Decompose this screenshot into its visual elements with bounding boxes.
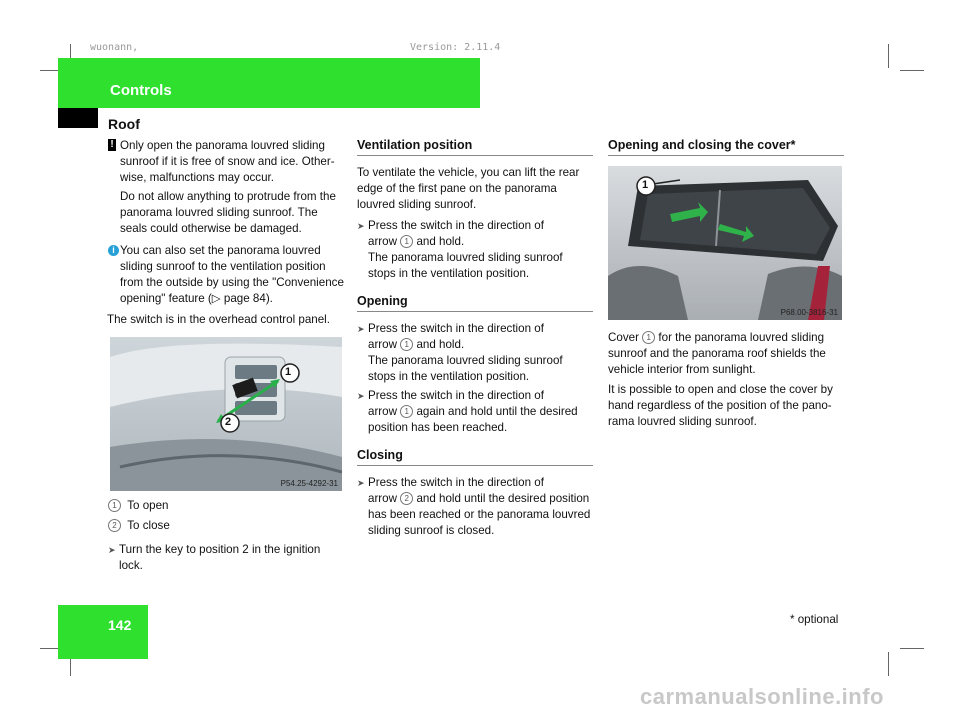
callout-2: 2 [225, 416, 232, 428]
info-icon: i [108, 245, 119, 256]
section-title: Controls [110, 82, 172, 99]
ventilation-heading: Ventilation position [357, 138, 593, 156]
header-author: wuonann, [90, 42, 139, 53]
info-text: You can also set the panorama louvred sl… [120, 244, 344, 305]
legend-open-label: To open [127, 499, 169, 512]
legend-close: 2 To close [108, 518, 344, 534]
section-band [58, 58, 480, 108]
opening-step-2: ➤ Press the switch in the direction of a… [357, 389, 578, 434]
ignition-step-text: Turn the key to position 2 in the igniti… [119, 543, 321, 572]
callout-cover-1: 1 [642, 179, 649, 191]
watermark: carmanualsonline.info [640, 684, 884, 709]
panorama-roof-image: 1 P68.00-3816-31 [608, 166, 842, 320]
column-3-text: Cover 1 for the panorama louvred sliding… [608, 330, 844, 430]
image-code-cover: P68.00-3816-31 [780, 308, 838, 317]
page-number-box [58, 605, 148, 659]
num-2-icon: 2 [400, 492, 414, 505]
warning-icon: ! [108, 139, 116, 151]
num-1-icon: 1 [400, 338, 414, 351]
column-1: ! Only open the panorama louvred sliding… [107, 138, 344, 328]
crop-mark [900, 648, 924, 649]
crop-mark [888, 44, 889, 68]
legend-close-label: To close [127, 519, 170, 532]
crop-mark [900, 70, 924, 71]
image-code: P54.25-4292-31 [280, 479, 338, 488]
num-1-icon: 1 [400, 235, 414, 248]
crop-mark [70, 44, 71, 68]
crop-mark [40, 70, 64, 71]
callout-1: 1 [285, 366, 292, 378]
overhead-panel-image: 1 2 P54.25-4292-31 [110, 337, 342, 491]
warning-text-1: Only open the panorama louvred sliding s… [120, 139, 335, 184]
arrow-bullet-icon: ➤ [357, 391, 365, 401]
arrow-bullet-icon: ➤ [357, 221, 365, 231]
opening-step-1: ➤ Press the switch in the direction of a… [357, 322, 563, 383]
num-1-icon: 1 [642, 331, 656, 344]
legend-open: 1 To open [108, 498, 344, 514]
column-3: Opening and closing the cover* [608, 138, 844, 156]
cover-heading: Opening and closing the cover* [608, 138, 844, 156]
cover-text-1: Cover 1 for the panorama louvred sliding… [608, 331, 826, 376]
opening-heading: Opening [357, 294, 593, 312]
subsection-title: Roof [108, 116, 140, 132]
closing-step: ➤ Press the switch in the direction of a… [357, 476, 591, 537]
cover-text-2: It is possible to open and close the cov… [608, 383, 833, 428]
arrow-bullet-icon: ➤ [108, 545, 116, 555]
warning-text-2: Do not allow anything to protrude from t… [120, 190, 336, 235]
num-2-icon: 2 [108, 519, 121, 532]
ventilation-step: ➤ Press the switch in the direction of a… [357, 219, 563, 280]
switch-location-text: The switch is in the overhead control pa… [107, 313, 330, 326]
num-1-icon: 1 [400, 405, 414, 418]
column-2: Ventilation position To ventilate the ve… [357, 138, 593, 539]
page-number: 142 [108, 617, 132, 633]
num-1-icon: 1 [108, 499, 121, 512]
ventilation-intro: To ventilate the vehicle, you can lift t… [357, 166, 580, 211]
column-1-lower: 1 To open 2 To close ➤ Turn the key to p… [108, 498, 344, 574]
crop-mark [888, 652, 889, 676]
crop-mark [70, 652, 71, 676]
ignition-step: ➤ Turn the key to position 2 in the igni… [108, 542, 344, 574]
header-version: Version: 2.11.4 [410, 42, 501, 53]
arrow-bullet-icon: ➤ [357, 478, 365, 488]
closing-heading: Closing [357, 448, 593, 466]
section-tab [58, 108, 98, 128]
crop-mark [40, 648, 64, 649]
footnote: * optional [790, 613, 839, 626]
arrow-bullet-icon: ➤ [357, 324, 365, 334]
